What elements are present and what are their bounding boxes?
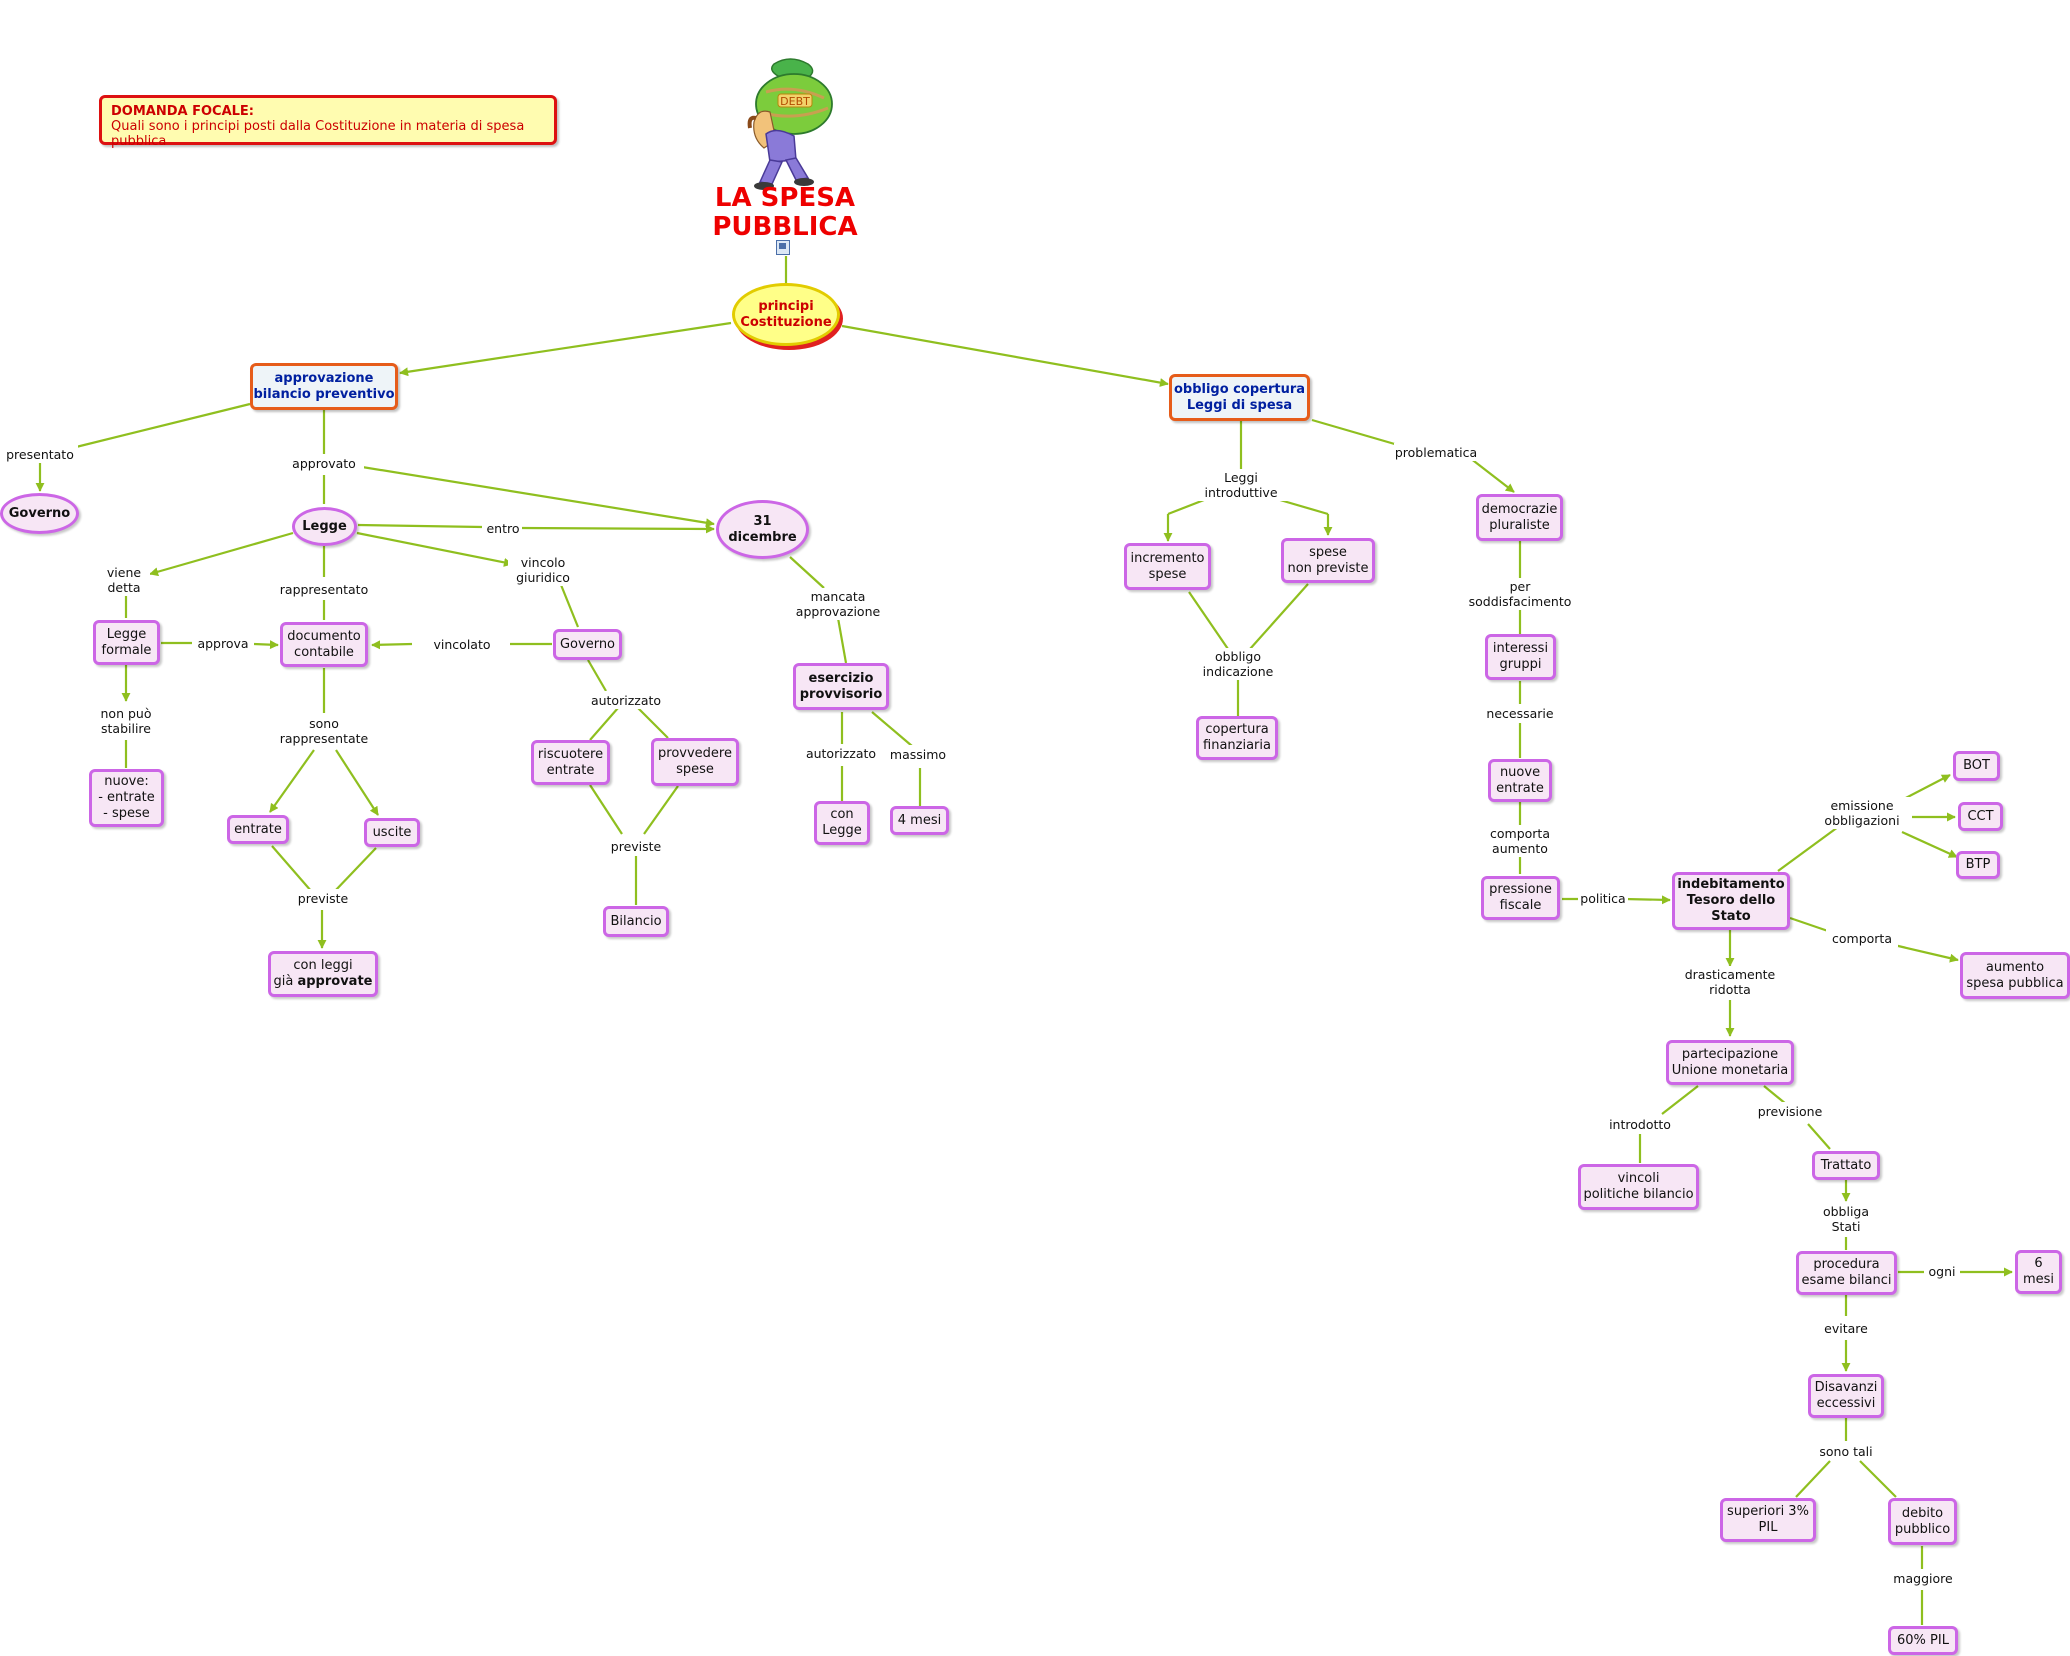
label-previsione: previsione [1750, 1102, 1830, 1120]
svg-text:DEBT: DEBT [780, 95, 810, 108]
label-previste-1: previste [290, 889, 356, 907]
label-evitare: evitare [1814, 1319, 1878, 1337]
node-uscite[interactable]: uscite [364, 818, 420, 847]
label-autorizzato-esercizio: autorizzato [800, 744, 882, 762]
label-non-puo-stabilire: non può stabilire [92, 705, 160, 737]
node-31-dicembre[interactable]: 31 dicembre [716, 500, 809, 559]
focal-question-box: DOMANDA FOCALE: Quali sono i principi po… [99, 95, 557, 145]
label-leggi-introduttive: Leggi introduttive [1194, 469, 1288, 501]
label-sono-tali: sono tali [1810, 1442, 1882, 1460]
node-pressione-fiscale[interactable]: pressione fiscale [1481, 876, 1560, 920]
node-obbligo-copertura[interactable]: obbligo copertura Leggi di spesa [1169, 374, 1310, 421]
node-btp[interactable]: BTP [1956, 851, 2000, 879]
document-icon[interactable] [776, 240, 790, 255]
label-ogni: ogni [1924, 1262, 1960, 1280]
node-aumento-spesa-pubblica[interactable]: aumento spesa pubblica [1960, 952, 2070, 999]
focal-question-text: Quali sono i principi posti dalla Costit… [111, 119, 545, 149]
map-title: LA SPESA PUBBLICA [700, 184, 870, 242]
node-provvedere-spese[interactable]: provvedere spese [651, 738, 739, 786]
label-obbligo-indicazione: obbligo indicazione [1194, 648, 1282, 680]
label-comporta: comporta [1826, 929, 1898, 947]
label-viene-detta: viene detta [98, 564, 150, 596]
node-con-legge[interactable]: con Legge [814, 801, 870, 845]
label-problematica: problematica [1394, 443, 1478, 461]
node-debito-pubblico[interactable]: debito pubblico [1888, 1498, 1957, 1545]
label-previste-2: previste [604, 837, 668, 855]
label-politica: politica [1578, 889, 1628, 907]
label-emissione-obbligazioni: emissione obbligazioni [1812, 797, 1912, 829]
money-bag-mascot-icon: DEBT [730, 56, 850, 192]
node-trattato[interactable]: Trattato [1812, 1151, 1880, 1180]
label-massimo: massimo [886, 745, 950, 763]
label-necessarie: necessarie [1480, 704, 1560, 722]
node-6-mesi[interactable]: 6 mesi [2015, 1250, 2062, 1294]
label-entro: entro [484, 519, 522, 537]
node-riscuotere-entrate[interactable]: riscuotere entrate [531, 740, 610, 785]
focal-question-title: DOMANDA FOCALE: [111, 104, 545, 119]
node-entrate[interactable]: entrate [227, 815, 289, 844]
node-vincoli-politiche[interactable]: vincoli politiche bilancio [1578, 1164, 1699, 1210]
node-documento-contabile[interactable]: documento contabile [280, 622, 368, 667]
label-rappresentato: rappresentato [270, 580, 378, 598]
label-mancata-approvazione: mancata approvazione [790, 588, 886, 620]
node-bilancio[interactable]: Bilancio [603, 906, 669, 937]
node-copertura-finanziaria[interactable]: copertura finanziaria [1196, 716, 1278, 760]
node-interessi-gruppi[interactable]: interessi gruppi [1485, 634, 1556, 680]
node-60-pil[interactable]: 60% PIL [1888, 1626, 1958, 1655]
label-approvato: approvato [284, 454, 364, 472]
node-indebitamento-tesoro[interactable]: indebitamento Tesoro dello Stato [1672, 872, 1790, 930]
node-esercizio-provvisorio[interactable]: esercizio provvisorio [793, 663, 889, 710]
label-sono-rappresentate: sono rappresentate [272, 715, 376, 747]
label-introdotto: introdotto [1598, 1115, 1682, 1133]
node-bot[interactable]: BOT [1953, 751, 2000, 781]
node-cct[interactable]: CCT [1958, 802, 2003, 831]
node-legge[interactable]: Legge [292, 507, 357, 546]
label-obbliga-stati: obbliga Stati [1812, 1203, 1880, 1235]
label-approva: approva [192, 634, 254, 652]
node-governo-presentato[interactable]: Governo [0, 493, 79, 534]
label-presentato: presentato [2, 445, 78, 463]
node-approvazione-bilancio[interactable]: approvazione bilancio preventivo [250, 363, 398, 410]
node-spese-non-previste[interactable]: spese non previste [1281, 538, 1375, 583]
node-con-leggi-text: con leggi già approvate [274, 958, 373, 990]
node-disavanzi-eccessivi[interactable]: Disavanzi eccessivi [1808, 1374, 1884, 1418]
label-comporta-aumento: comporta aumento [1476, 825, 1564, 857]
node-democrazie-pluraliste[interactable]: democrazie pluraliste [1476, 494, 1563, 541]
node-nuove-entrate[interactable]: nuove entrate [1488, 759, 1552, 802]
node-superiori-3-pil[interactable]: superiori 3% PIL [1720, 1498, 1816, 1542]
node-governo[interactable]: Governo [553, 629, 622, 660]
node-nuove-entrate-spese[interactable]: nuove: - entrate - spese [89, 769, 164, 827]
root-node-principi-costituzione[interactable]: principi Costituzione [732, 283, 840, 346]
label-autorizzato-governo: autorizzato [584, 691, 668, 709]
node-procedura-esame-bilanci[interactable]: procedura esame bilanci [1796, 1251, 1897, 1295]
node-legge-formale[interactable]: Legge formale [93, 620, 160, 665]
node-4-mesi[interactable]: 4 mesi [890, 806, 949, 835]
label-vincolato: vincolato [428, 635, 496, 653]
label-per-soddisfacimento: per soddisfacimento [1462, 578, 1578, 610]
node-incremento-spese[interactable]: incremento spese [1124, 543, 1211, 590]
node-partecipazione-unione[interactable]: partecipazione Unione monetaria [1666, 1040, 1794, 1085]
label-vincolo-giuridico: vincolo giuridico [508, 554, 578, 586]
label-drasticamente-ridotta: drasticamente ridotta [1676, 966, 1784, 998]
node-con-leggi-approvate[interactable]: con leggi già approvate [268, 951, 378, 997]
label-maggiore: maggiore [1888, 1569, 1958, 1587]
